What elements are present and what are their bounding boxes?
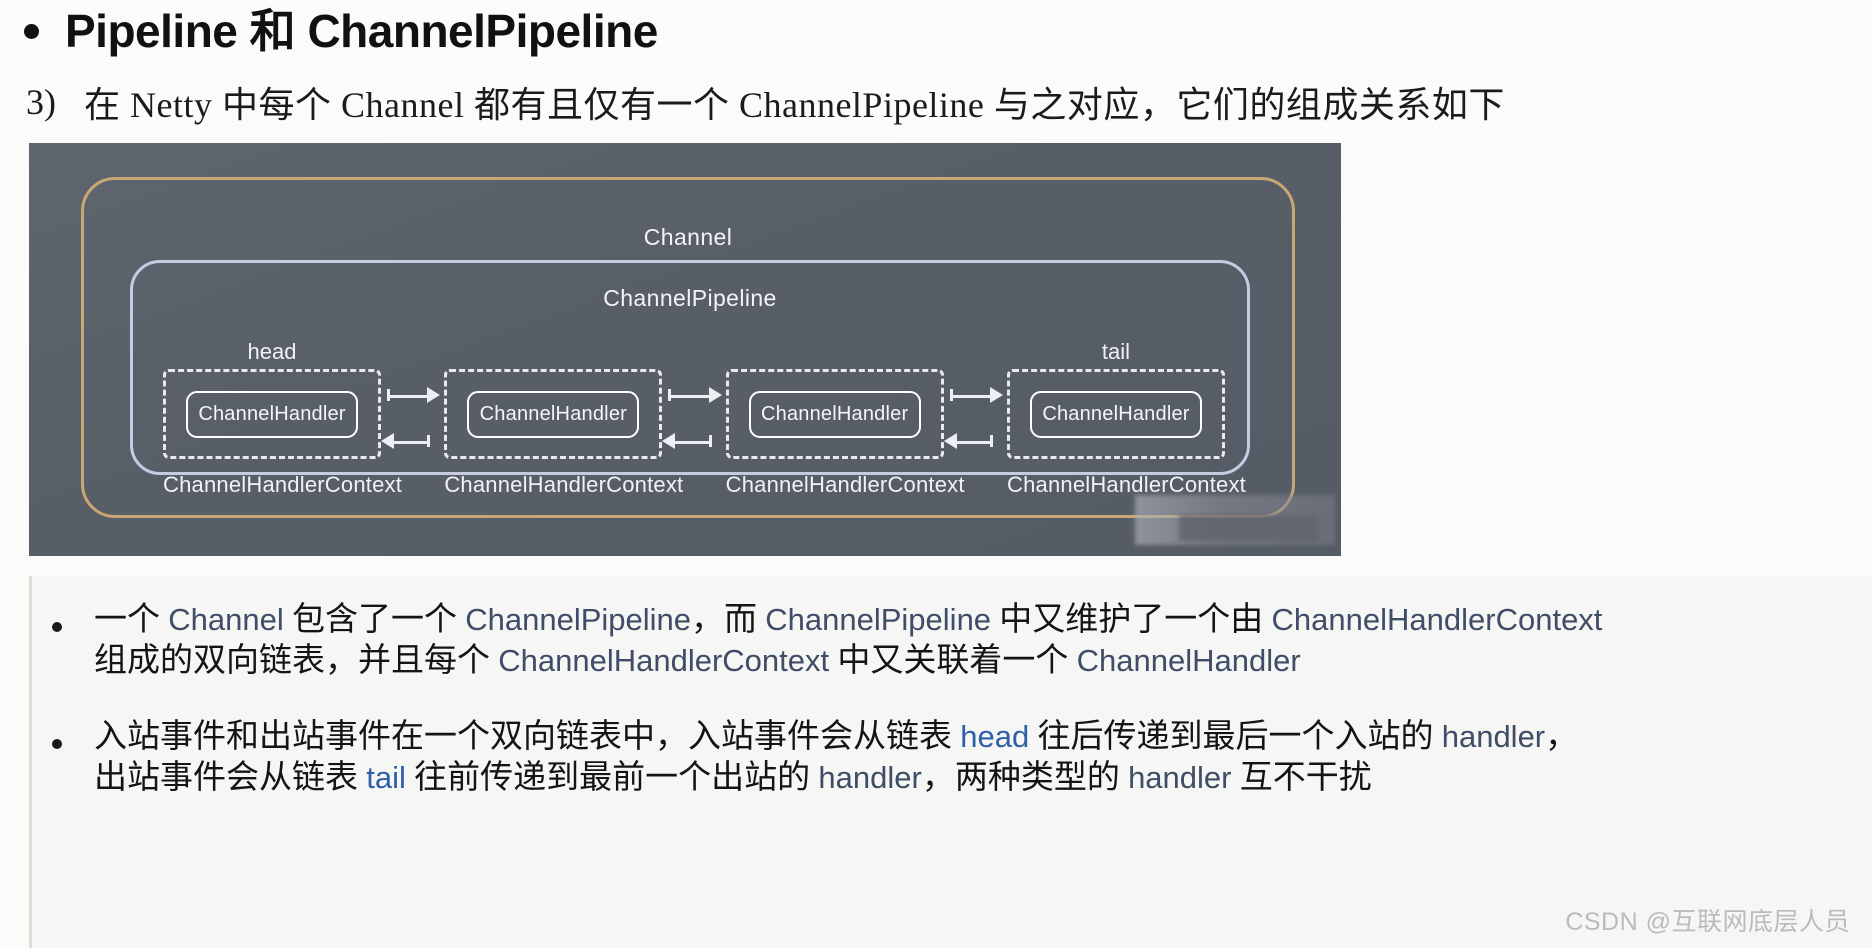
channel-label: Channel [643, 224, 733, 250]
channelhandlercontext-box: ChannelHandler [444, 369, 663, 459]
csdn-watermark: CSDN @互联网底层人员 [1565, 908, 1850, 936]
note-term: ChannelHandlerContext [498, 642, 830, 678]
redacted-watermark-blur-inner [1179, 515, 1319, 541]
page-heading: Pipeline 和 ChannelPipeline [0, 0, 1872, 62]
channelpipeline-container: ChannelPipeline head ChannelHandler Chan… [130, 260, 1250, 497]
note-term: tail [366, 759, 406, 795]
note-text: 一个 Channel 包含了一个 ChannelPipeline，而 Chann… [94, 600, 1602, 681]
diagram-background [29, 143, 1341, 556]
note-seg: ， [1545, 719, 1579, 756]
note-term: head [960, 719, 1030, 755]
arrow-line-forward [387, 395, 431, 398]
note-item: 入站事件和出站事件在一个双向链表中，入站事件会从链表 head 往后传递到最后一… [32, 681, 1872, 798]
handler-node: ChannelHandler ChannelHandlerContext [725, 335, 965, 498]
arrow-tail-end [989, 435, 993, 447]
note-term: Channel [168, 602, 284, 637]
channelhandler-box: ChannelHandler [748, 390, 921, 438]
note-text: 入站事件和出站事件在一个双向链表中，入站事件会从链表 head 往后传递到最后一… [94, 717, 1578, 798]
arrow-line-forward [949, 395, 993, 398]
note-bullet-icon [52, 739, 62, 750]
arrow-head-left-icon [381, 433, 394, 449]
note-seg: 组成的双向链表，并且每个 [94, 642, 499, 679]
note-term: handler [1441, 719, 1546, 755]
arrow-line-forward [668, 395, 712, 398]
note-seg: 包含了一个 [283, 602, 466, 638]
note-line: 入站事件和出站事件在一个双向链表中，入站事件会从链表 head 往后传递到最后一… [94, 717, 1578, 758]
tail-label: tail [1101, 339, 1131, 364]
bidirectional-arrow [943, 369, 1007, 493]
note-term: ChannelHandler [1076, 642, 1301, 678]
channelhandler-box: ChannelHandler [186, 390, 358, 438]
handler-node: head ChannelHandler ChannelHandlerContex… [163, 335, 403, 498]
intro-paragraph: 3) 在 Netty 中每个 Channel 都有且仅有一个 ChannelPi… [0, 72, 1872, 132]
channel-container: Channel ChannelPipeline head ChannelHand… [81, 177, 1295, 518]
note-seg: ，两种类型的 [921, 759, 1129, 796]
note-term: ChannelHandlerContext [1271, 602, 1603, 637]
note-term: ChannelPipeline [465, 602, 692, 637]
heading-bullet-icon [24, 23, 39, 39]
arrow-head-right-icon [989, 387, 1003, 403]
handler-node: tail ChannelHandler ChannelHandlerContex… [1006, 335, 1246, 498]
note-seg: 往后传递到最后一个入站的 [1029, 719, 1442, 756]
arrow-head-right-icon [427, 387, 441, 403]
handler-chain: head ChannelHandler ChannelHandlerContex… [163, 335, 1246, 525]
note-term: ChannelPipeline [765, 602, 992, 637]
note-bullet-icon [52, 622, 62, 632]
bidirectional-arrow [662, 369, 725, 493]
arrow-line-backward [387, 441, 431, 444]
note-seg: 往前传递到最前一个出站的 [405, 759, 819, 796]
note-term: handler [818, 759, 922, 795]
channelhandlercontext-label: ChannelHandlerContext [725, 472, 965, 497]
intro-text: 在 Netty 中每个 Channel 都有且仅有一个 ChannelPipel… [84, 85, 1505, 125]
node-cap [444, 335, 662, 369]
note-seg: 互不干扰 [1231, 759, 1372, 796]
channelhandler-box: ChannelHandler [1029, 390, 1202, 438]
arrow-head-right-icon [708, 387, 722, 403]
handler-node: ChannelHandler ChannelHandlerContext [444, 335, 684, 498]
channelhandlercontext-label: ChannelHandlerContext [444, 472, 684, 497]
node-cap [726, 335, 944, 369]
note-seg: 中又关联着一个 [829, 642, 1077, 679]
note-line: 出站事件会从链表 tail 往前传递到最前一个出站的 handler，两种类型的… [94, 758, 1578, 799]
note-item: 一个 Channel 包含了一个 ChannelPipeline，而 Chann… [32, 576, 1872, 681]
arrow-line-backward [949, 441, 993, 444]
channelpipeline-label: ChannelPipeline [603, 285, 777, 311]
pipeline-diagram: Channel ChannelPipeline head ChannelHand… [29, 143, 1341, 556]
channelhandlercontext-label: ChannelHandlerContext [163, 472, 403, 497]
arrow-tail-end [427, 435, 431, 447]
head-label: head [247, 339, 297, 364]
arrow-line-backward [668, 441, 712, 444]
notes-panel: 一个 Channel 包含了一个 ChannelPipeline，而 Chann… [29, 576, 1872, 948]
channelhandlercontext-box: ChannelHandler [163, 369, 381, 459]
note-line: 组成的双向链表，并且每个 ChannelHandlerContext 中又关联着… [94, 641, 1602, 682]
channelhandlercontext-box: ChannelHandler [1006, 369, 1225, 459]
arrow-tail-end [708, 435, 712, 447]
note-seg: ，而 [691, 602, 766, 638]
channelhandler-box: ChannelHandler [467, 390, 640, 438]
channelhandlercontext-box: ChannelHandler [725, 369, 944, 459]
note-seg: 出站事件会从链表 [94, 759, 367, 796]
note-seg: 中又维护了一个由 [991, 602, 1272, 638]
bidirectional-arrow [381, 369, 444, 493]
note-seg: 入站事件和出站事件在一个双向链表中，入站事件会从链表 [94, 719, 961, 756]
note-line: 一个 Channel 包含了一个 ChannelPipeline，而 Chann… [94, 600, 1602, 641]
note-seg: 一个 [94, 602, 169, 638]
intro-number: 3) [26, 82, 56, 122]
arrow-head-left-icon [943, 433, 957, 449]
channelhandlercontext-label: ChannelHandlerContext [1006, 472, 1246, 497]
page-title: Pipeline 和 ChannelPipeline [65, 5, 658, 57]
note-term: handler [1128, 759, 1232, 795]
arrow-head-left-icon [662, 433, 676, 449]
